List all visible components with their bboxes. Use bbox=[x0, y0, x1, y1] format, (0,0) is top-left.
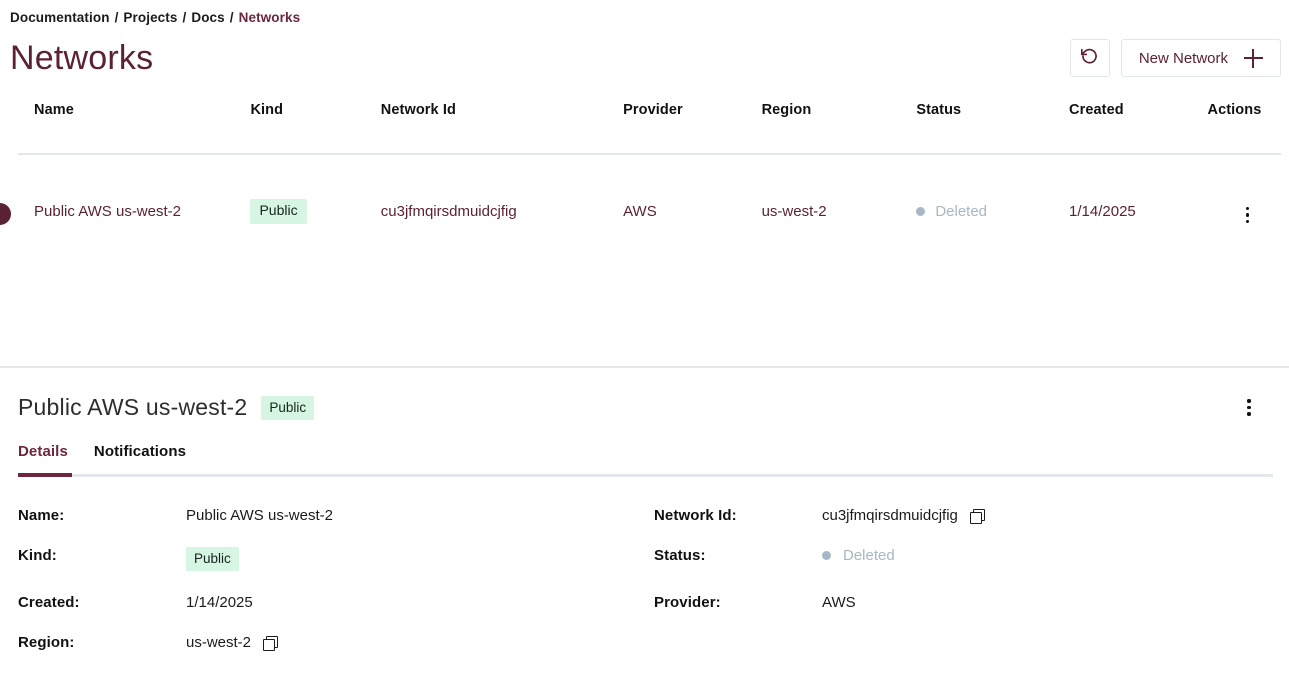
table-row[interactable]: Public AWS us-west-2 Public cu3jfmqirsdm… bbox=[0, 175, 1289, 246]
cell-kind: Public bbox=[250, 175, 380, 246]
row-selected-indicator bbox=[0, 202, 11, 225]
tab-active-indicator bbox=[18, 473, 72, 477]
plus-icon bbox=[1244, 48, 1263, 68]
networks-table: Name Kind Network Id Provider Region Sta… bbox=[0, 102, 1289, 246]
detail-kind-badge: Public bbox=[261, 395, 315, 420]
detail-title-group: Public AWS us-west-2 Public bbox=[18, 394, 315, 421]
detail-fields: Name: Public AWS us-west-2 Network Id: c… bbox=[0, 507, 1289, 651]
panel-divider bbox=[0, 366, 1289, 368]
copy-network-id-icon[interactable] bbox=[969, 509, 985, 524]
column-header-region[interactable]: Region bbox=[761, 102, 812, 118]
field-value-region-text: us-west-2 bbox=[186, 634, 252, 651]
breadcrumb-item-networks[interactable]: Networks bbox=[238, 9, 301, 25]
cell-provider: AWS bbox=[623, 202, 657, 220]
tab-details[interactable]: Details bbox=[18, 443, 68, 460]
field-label-kind: Kind: bbox=[18, 547, 57, 564]
breadcrumb-item-docs[interactable]: Docs bbox=[191, 9, 225, 25]
column-header-name[interactable]: Name bbox=[34, 102, 74, 118]
field-value-network-id: cu3jfmqirsdmuidcjfig bbox=[822, 507, 1271, 524]
page-header-actions: New Network bbox=[1069, 39, 1281, 77]
field-value-provider-text: AWS bbox=[822, 594, 856, 611]
field-label-provider: Provider: bbox=[654, 594, 721, 611]
cell-created: 1/14/2025 bbox=[1069, 202, 1136, 220]
refresh-button[interactable] bbox=[1069, 39, 1110, 77]
field-value-status-text: Deleted bbox=[843, 547, 895, 564]
row-name-text: Public AWS us-west-2 bbox=[34, 202, 181, 220]
status-badge: Deleted bbox=[916, 203, 987, 220]
column-header-actions: Actions bbox=[1207, 102, 1262, 118]
cell-name[interactable]: Public AWS us-west-2 bbox=[0, 175, 250, 246]
breadcrumb-separator: / bbox=[182, 9, 187, 25]
field-value-kind: Public bbox=[186, 547, 654, 571]
field-label-region: Region: bbox=[18, 634, 75, 651]
field-value-region: us-west-2 bbox=[186, 634, 654, 651]
copy-region-icon[interactable] bbox=[263, 636, 279, 651]
breadcrumb-item-projects[interactable]: Projects bbox=[123, 9, 178, 25]
detail-title: Public AWS us-west-2 bbox=[18, 394, 248, 420]
detail-tabs: Details Notifications bbox=[0, 443, 1289, 477]
detail-panel-header: Public AWS us-west-2 Public bbox=[0, 368, 1289, 421]
field-kind-badge: Public bbox=[186, 547, 239, 571]
status-dot-icon bbox=[916, 206, 926, 216]
cell-network-id: cu3jfmqirsdmuidcjfig bbox=[380, 202, 517, 220]
column-header-network-id[interactable]: Network Id bbox=[380, 102, 456, 118]
column-header-provider[interactable]: Provider bbox=[623, 102, 683, 118]
refresh-ccw-icon bbox=[1079, 46, 1100, 70]
tab-notifications[interactable]: Notifications bbox=[93, 443, 187, 460]
table-header-row: Name Kind Network Id Provider Region Sta… bbox=[0, 102, 1289, 131]
breadcrumb-item-documentation[interactable]: Documentation bbox=[10, 9, 110, 25]
table-header-divider bbox=[0, 131, 1289, 175]
breadcrumb-separator: / bbox=[229, 9, 234, 25]
field-value-name: Public AWS us-west-2 bbox=[186, 507, 654, 524]
networks-table-head: Name Kind Network Id Provider Region Sta… bbox=[0, 102, 1289, 175]
field-value-name-text: Public AWS us-west-2 bbox=[186, 507, 333, 524]
detail-panel: Public AWS us-west-2 Public Details Noti… bbox=[0, 368, 1289, 700]
field-value-created-text: 1/14/2025 bbox=[186, 594, 253, 611]
detail-kebab-menu-icon[interactable] bbox=[1239, 397, 1259, 419]
tabs-divider bbox=[18, 474, 1273, 477]
status-label: Deleted bbox=[935, 202, 988, 220]
new-network-button-label: New Network bbox=[1138, 49, 1228, 67]
new-network-button[interactable]: New Network bbox=[1120, 39, 1281, 77]
breadcrumb-separator: / bbox=[114, 9, 119, 25]
networks-table-container: Name Kind Network Id Provider Region Sta… bbox=[0, 88, 1289, 246]
field-value-status: Deleted bbox=[822, 547, 1271, 564]
field-label-status: Status: bbox=[654, 547, 706, 564]
column-header-status[interactable]: Status bbox=[916, 102, 962, 118]
cell-region: us-west-2 bbox=[761, 202, 827, 220]
field-label-name: Name: bbox=[18, 507, 65, 524]
page-header: Networks New Network bbox=[0, 28, 1289, 88]
column-header-kind[interactable]: Kind bbox=[250, 102, 284, 118]
field-value-network-id-text: cu3jfmqirsdmuidcjfig bbox=[822, 507, 958, 524]
column-header-created[interactable]: Created bbox=[1069, 102, 1124, 118]
cell-actions bbox=[1208, 175, 1289, 246]
page-title: Networks bbox=[10, 39, 154, 77]
detail-status-dot-icon bbox=[822, 551, 831, 560]
field-label-created: Created: bbox=[18, 594, 80, 611]
networks-table-body: Public AWS us-west-2 Public cu3jfmqirsdm… bbox=[0, 175, 1289, 246]
breadcrumb: Documentation / Projects / Docs / Networ… bbox=[0, 0, 1289, 28]
field-value-created: 1/14/2025 bbox=[186, 594, 654, 611]
kind-badge: Public bbox=[250, 199, 307, 224]
cell-status: Deleted bbox=[916, 175, 1069, 246]
field-label-network-id: Network Id: bbox=[654, 507, 737, 524]
row-kebab-menu-icon[interactable] bbox=[1238, 204, 1258, 226]
field-value-provider: AWS bbox=[822, 594, 1271, 611]
